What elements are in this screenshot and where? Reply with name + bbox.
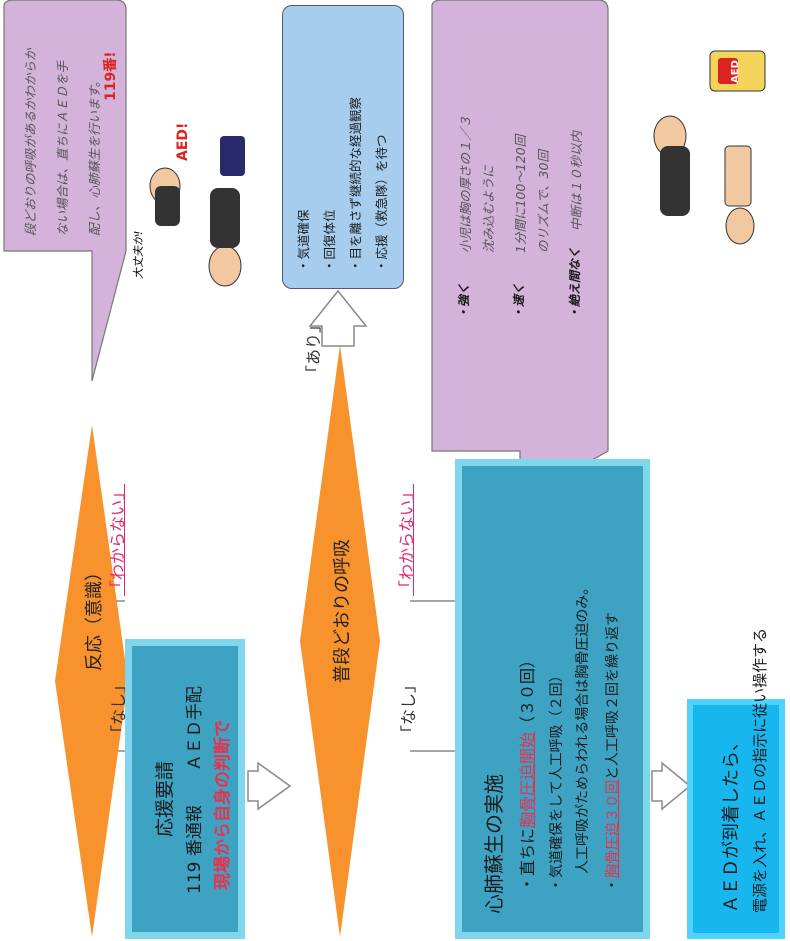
head [725, 207, 755, 245]
body [210, 188, 240, 248]
cpr-item-suffix: （３０回） [518, 651, 537, 732]
decision-diamond [300, 345, 380, 937]
body [155, 186, 180, 226]
bubble-line: 1分間に100～120回 [513, 134, 528, 253]
shorts [220, 136, 245, 176]
body [724, 145, 752, 207]
cpr-item-suffix: と人工呼吸２回を繰り返す [605, 612, 621, 780]
cpr-item-red: 胸骨圧迫開始 [518, 731, 537, 828]
cpr-item-red: 胸骨圧迫３０回 [605, 780, 621, 878]
decision-diamond [55, 425, 128, 937]
cpr-item: ・胸骨圧迫３０回と人工呼吸２回を繰り返す [602, 612, 622, 892]
rescuer-illustration [149, 136, 245, 287]
bubble-line: 小児は胸の厚さの１／３ [458, 115, 473, 253]
cpr-item-prefix: ・直ちに [518, 827, 537, 892]
down-arrow [651, 761, 692, 811]
bubble-line: のリズムで、30回 [536, 150, 551, 253]
cpr-illustration [653, 50, 766, 245]
aed-device-screen [718, 58, 738, 84]
aed-line: ＡＥＤが到着したら、 [721, 733, 742, 913]
body [660, 146, 690, 216]
cpr-item-prefix: ・ [605, 878, 621, 892]
cpr-item: 人工呼吸がためらわれる場合は胸骨圧迫のみ。 [575, 580, 591, 874]
shout-aed: AED! [175, 122, 191, 161]
aed-device-label: AED [730, 60, 741, 83]
shout-119: 119番! [103, 51, 119, 101]
bubble-label: ・強く [457, 282, 471, 319]
aed-line: 電源を入れ、ＡＥＤの指示に従い操作する [751, 627, 769, 913]
bubble-line: 段どおりの呼吸があるかわからか [23, 48, 38, 236]
bubble-label: ・速く [512, 282, 526, 319]
aed-box: ＡＥＤが到着したら、 電源を入れ、ＡＥＤの指示に従い操作する [687, 628, 785, 939]
cpr-item: ・気道確保をして人工呼吸（２回） [549, 668, 565, 892]
cpr-box: 心肺蘇生の実施 ・直ちに胸骨圧迫開始（３０回） ・気道確保をして人工呼吸（２回）… [455, 459, 650, 939]
bubble-label: ・絶え間なく [568, 246, 582, 319]
bubble-line: ない場合は、直ちにＡＥＤを手 [55, 60, 70, 236]
shout-ask: 大丈夫か! [132, 230, 145, 279]
speech-bubble [3, 0, 127, 382]
right-arrow [308, 289, 368, 347]
bubble-line: 中断は１０秒以内 [569, 130, 584, 231]
bubble-line: 沈み込むように [481, 165, 496, 253]
cpr-item: ・直ちに胸骨圧迫開始（３０回） [514, 652, 538, 892]
head [208, 245, 242, 287]
cpr-title: 心肺蘇生の実施 [482, 774, 506, 914]
speech-bubble [431, 0, 609, 503]
down-arrow [247, 761, 292, 811]
